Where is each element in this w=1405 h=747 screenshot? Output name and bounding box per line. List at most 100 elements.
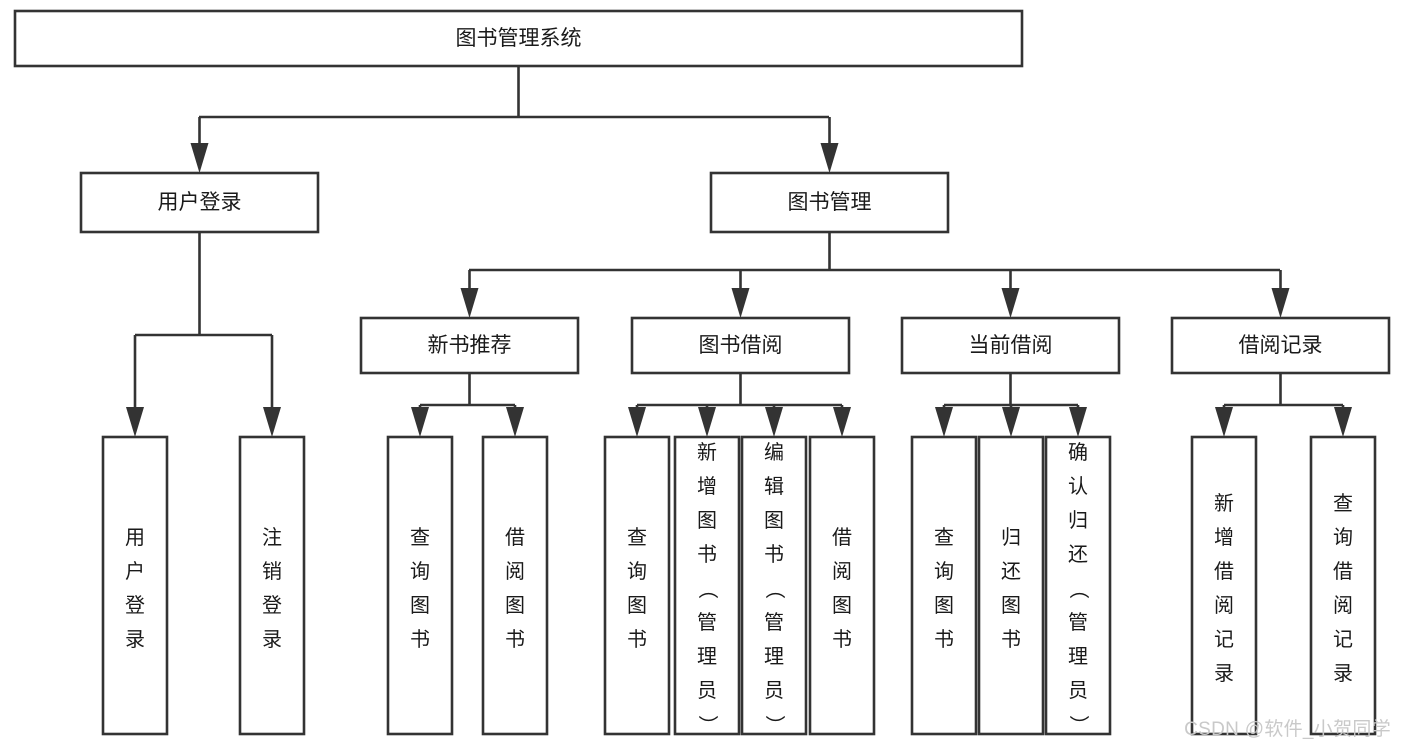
- label-char: 还: [1068, 543, 1088, 566]
- label-char: 阅: [1333, 594, 1353, 617]
- node-box-leaf-5[interactable]: [673, 435, 741, 736]
- label-char: （: [1067, 579, 1090, 599]
- node-box-leaf-12[interactable]: [1309, 435, 1377, 736]
- node-box-level2-2[interactable]: [900, 316, 1121, 375]
- node-box-root-0[interactable]: [13, 9, 1024, 68]
- label-char: 录: [1333, 663, 1353, 685]
- label-char: 阅: [832, 560, 852, 583]
- connector-arrowhead: [1002, 407, 1020, 437]
- label-char: 录: [125, 629, 145, 651]
- node-box-level2-3[interactable]: [1170, 316, 1391, 375]
- node-box-leaf-4[interactable]: [603, 435, 671, 736]
- label-char: 员: [697, 680, 717, 702]
- csdn-watermark: CSDN @软件_小贺同学: [1184, 719, 1391, 740]
- node-box-level1-1[interactable]: [709, 171, 950, 234]
- label-char: 管: [697, 611, 717, 634]
- node-box-level2-1[interactable]: [630, 316, 851, 375]
- label-char: 书: [1001, 628, 1021, 651]
- label-char: 增: [1214, 526, 1234, 549]
- label-char: 图: [697, 510, 717, 532]
- label-char: 登: [262, 594, 282, 617]
- label-char: 录: [1214, 663, 1234, 685]
- label-char: 增: [697, 475, 717, 498]
- connector-arrowhead: [1069, 407, 1087, 437]
- label-char: ）: [696, 715, 719, 735]
- node-box-level2-0[interactable]: [359, 316, 580, 375]
- label-char: 书: [505, 628, 525, 651]
- connector-arrowhead: [731, 288, 750, 318]
- label-char: 户: [125, 560, 145, 583]
- connector-arrowhead: [1334, 407, 1352, 437]
- node-box-leaf-8[interactable]: [910, 435, 978, 736]
- connector-arrowhead: [1001, 288, 1020, 318]
- node-box-leaf-10[interactable]: [1044, 435, 1112, 736]
- label-char: 询: [934, 560, 954, 583]
- node-box-leaf-1[interactable]: [238, 435, 306, 736]
- node-label-level1-1: 图书管理: [788, 191, 872, 214]
- label-char: 查: [934, 526, 954, 549]
- node-label-level2-2: 当前借阅: [969, 334, 1053, 357]
- connector-arrowhead: [628, 407, 646, 437]
- connector-arrowhead: [460, 288, 479, 318]
- label-char: 询: [1333, 526, 1353, 549]
- label-char: 图: [505, 595, 525, 617]
- label-char: 阅: [1214, 594, 1234, 617]
- label-char: （: [763, 579, 786, 599]
- label-char: 书: [934, 628, 954, 651]
- label-char: 查: [410, 526, 430, 549]
- node-box-leaf-9[interactable]: [977, 435, 1045, 736]
- node-box-level1-0[interactable]: [79, 171, 320, 234]
- label-char: 图: [764, 510, 784, 532]
- label-char: 销: [262, 560, 282, 583]
- node-label-level2-3: 借阅记录: [1239, 334, 1323, 357]
- node-label-level2-0: 新书推荐: [428, 334, 512, 357]
- label-char: 登: [125, 594, 145, 617]
- node-box-leaf-0[interactable]: [101, 435, 169, 736]
- label-char: 书: [410, 628, 430, 651]
- connector-arrowhead: [411, 407, 429, 437]
- label-char: 归: [1068, 509, 1088, 532]
- node-label-leaf-0: 用户登录: [125, 527, 145, 651]
- node-box-leaf-6[interactable]: [740, 435, 808, 736]
- label-char: 图: [832, 595, 852, 617]
- label-char: 图: [1001, 595, 1021, 617]
- label-char: 书: [627, 628, 647, 651]
- label-char: （: [696, 579, 719, 599]
- label-char: 借: [832, 526, 852, 549]
- label-char: 新: [1214, 492, 1234, 515]
- node-box-leaf-2[interactable]: [386, 435, 454, 736]
- label-char: 用: [125, 527, 145, 549]
- connector-arrowhead: [935, 407, 953, 437]
- label-char: 查: [1333, 492, 1353, 515]
- connector-arrowhead: [820, 143, 839, 173]
- label-char: 新: [697, 441, 717, 464]
- node-box-leaf-3[interactable]: [481, 435, 549, 736]
- node-label-root-0: 图书管理系统: [456, 27, 582, 50]
- label-char: 书: [697, 543, 717, 566]
- connector-arrowhead: [765, 407, 783, 437]
- node-box-leaf-7[interactable]: [808, 435, 876, 736]
- label-char: 录: [262, 629, 282, 651]
- label-char: 记: [1214, 628, 1234, 651]
- label-char: 辑: [764, 475, 784, 498]
- node-box-leaf-11[interactable]: [1190, 435, 1258, 736]
- label-char: 注: [262, 526, 282, 549]
- label-char: 询: [627, 560, 647, 583]
- label-char: 询: [410, 560, 430, 583]
- connector-arrowhead: [190, 143, 209, 173]
- label-char: 认: [1068, 475, 1088, 498]
- label-char: 阅: [505, 560, 525, 583]
- label-char: 借: [1214, 560, 1234, 583]
- node-label-level2-1: 图书借阅: [699, 334, 783, 357]
- label-char: 借: [1333, 560, 1353, 583]
